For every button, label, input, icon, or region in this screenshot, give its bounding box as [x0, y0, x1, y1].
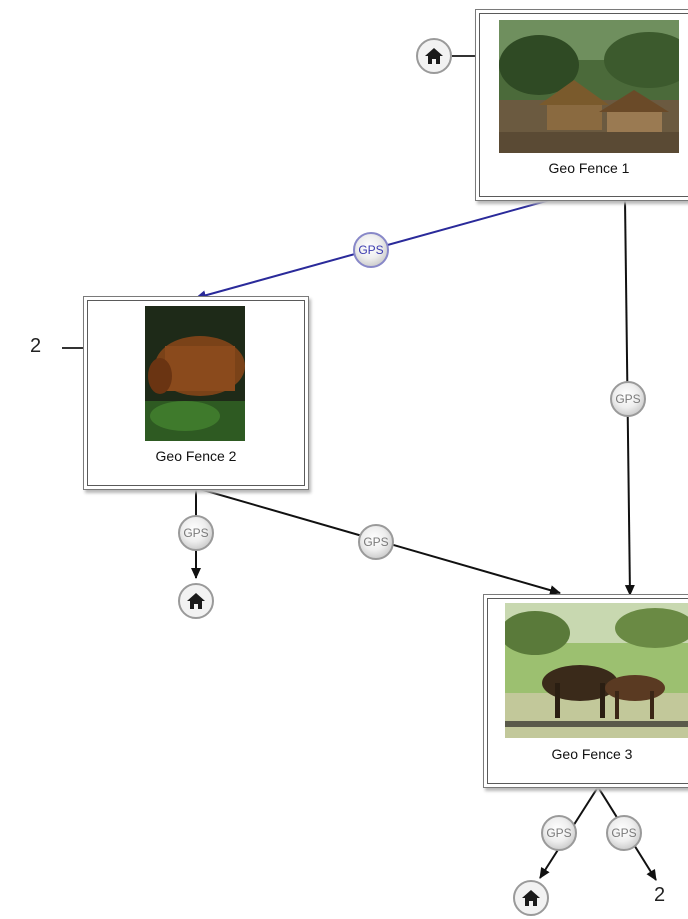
gps-edge-label[interactable]: GPS	[541, 815, 577, 851]
geo-fence-1-label: Geo Fence 1	[548, 160, 630, 176]
geo-fence-1-thumbnail	[499, 20, 679, 153]
gps-edge-label[interactable]: GPS	[178, 515, 214, 551]
geo-fence-2-thumbnail	[145, 306, 245, 441]
geo-fence-2-label: Geo Fence 2	[155, 448, 237, 464]
home-icon[interactable]	[416, 38, 452, 74]
geo-fence-node-1[interactable]: Geo Fence 1	[479, 13, 688, 197]
gps-edge-label[interactable]: GPS	[610, 381, 646, 417]
home-icon[interactable]	[178, 583, 214, 619]
geo-fence-3-label: Geo Fence 3	[551, 746, 633, 762]
geo-fence-node-3[interactable]: Geo Fence 3	[487, 598, 688, 784]
node-reference-label[interactable]: 2	[30, 335, 42, 357]
geo-fence-node-2[interactable]: Geo Fence 2	[87, 300, 305, 486]
home-icon[interactable]	[513, 880, 549, 916]
gps-edge-label[interactable]: GPS	[358, 524, 394, 560]
gps-edge-label[interactable]: GPS	[353, 232, 389, 268]
geo-fence-3-thumbnail	[505, 603, 688, 738]
node-reference-label[interactable]: 2	[654, 884, 666, 906]
gps-edge-label[interactable]: GPS	[606, 815, 642, 851]
